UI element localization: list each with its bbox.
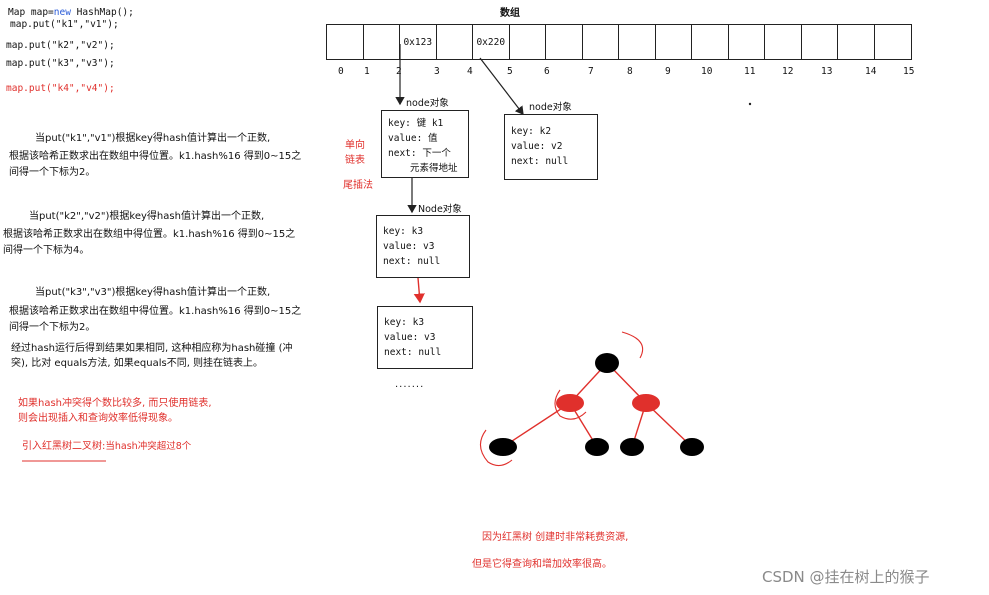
array-cell	[364, 25, 400, 59]
node3-next: next: null	[383, 256, 441, 267]
node3-value: value: v3	[383, 241, 435, 252]
code-line-5: map.put("k4","v4");	[6, 83, 115, 94]
code-line-2: map.put("k1","v1");	[10, 19, 119, 30]
label-single: 单向	[345, 140, 365, 151]
array-cell: 0x123	[400, 25, 437, 59]
array-cell	[729, 25, 765, 59]
array-index-label: 13	[821, 66, 833, 77]
explain-k1-line2: 根据该哈希正数求出在数组中得位置。k1.hash%16 得到0~15之	[9, 151, 302, 162]
node3-label: Node对象	[418, 204, 462, 215]
tree-leaf-node	[489, 438, 517, 456]
explain-k3-line3: 间得一个下标为2。	[9, 322, 96, 333]
note-rbtree-text: 引入红黑树二叉树:	[22, 441, 106, 452]
arrow-index4-to-node2	[479, 57, 524, 115]
tree-root-node	[595, 353, 619, 373]
array: 0x123 0x220	[326, 24, 912, 60]
array-cell	[802, 25, 838, 59]
array-index-label: 14	[865, 66, 877, 77]
array-index-label: 10	[701, 66, 713, 77]
node4-next: next: null	[384, 347, 442, 358]
node2-label: node对象	[529, 102, 572, 113]
explain-k1-line1: 当put("k1","v1")根据key得hash值计算出一个正数,	[35, 133, 271, 144]
code-line-4: map.put("k3","v3");	[6, 58, 115, 69]
node1-value: value: 值	[388, 133, 438, 144]
array-index-label: 9	[665, 66, 671, 77]
node2-key: key: k2	[511, 126, 552, 137]
array-cell	[546, 25, 583, 59]
array-index-label: 5	[507, 66, 513, 77]
node1-label: node对象	[406, 98, 449, 109]
array-index-label: 6	[544, 66, 550, 77]
explain-k2-line2: 根据该哈希正数求出在数组中得位置。k1.hash%16 得到0~15之	[3, 229, 296, 240]
array-index-label: 2	[396, 66, 402, 77]
array-index-label: 8	[627, 66, 633, 77]
node3-key: key: k3	[383, 226, 424, 237]
array-cell: 0x220	[473, 25, 510, 59]
array-cell	[656, 25, 692, 59]
explain-k3-line2: 根据该哈希正数求出在数组中得位置。k1.hash%16 得到0~15之	[9, 306, 302, 317]
array-index-label: 11	[744, 66, 756, 77]
code-text: Map map=	[8, 7, 54, 18]
note-rbtree-cost: 因为红黑树 创建时非常耗费资源,	[482, 532, 629, 543]
node1-next-cont: 元素得地址	[410, 163, 458, 174]
array-index-label: 7	[588, 66, 594, 77]
explain-k1-line3: 间得一个下标为2。	[9, 167, 96, 178]
node2-box: key: k2 value: v2 next: null	[504, 114, 598, 180]
node1-next: next: 下一个	[388, 148, 451, 159]
explain-k2-line3: 间得一个下标为4。	[3, 245, 90, 256]
tree-leaf-node	[620, 438, 644, 456]
node2-value: value: v2	[511, 141, 563, 152]
array-cell	[692, 25, 729, 59]
code-keyword-new: new	[53, 7, 71, 18]
tree-red-node-left	[556, 394, 584, 412]
note-rbtree-efficiency: 但是它得查询和增加效率很高。	[472, 559, 612, 570]
stray-dot	[748, 102, 752, 106]
node4-box: key: k3 value: v3 next: null	[377, 306, 473, 369]
node1-box: key: 键 k1 value: 值 next: 下一个 元素得地址	[381, 110, 469, 178]
node4-value: value: v3	[384, 332, 436, 343]
watermark: CSDN @挂在树上的猴子	[762, 568, 930, 586]
node4-key: key: k3	[384, 317, 425, 328]
array-index-label: 4	[467, 66, 473, 77]
label-tail-insert: 尾插法	[343, 180, 373, 191]
array-cell	[327, 25, 364, 59]
tree-leaf-node	[585, 438, 609, 456]
explain-collision-line1: 经过hash运行后得到结果如果相同, 这种相应称为hash碰撞 (冲	[11, 343, 293, 354]
label-linked-list: 链表	[345, 155, 365, 166]
code-text: HashMap();	[70, 7, 134, 18]
node3-box: key: k3 value: v3 next: null	[376, 215, 470, 278]
note-conflict-line2: 则会出现插入和查询效率低得现象。	[18, 413, 178, 424]
node1-key: key: 键 k1	[388, 118, 444, 129]
array-index-label: 0	[338, 66, 344, 77]
explain-k3-line1: 当put("k3","v3")根据key得hash值计算出一个正数,	[35, 287, 271, 298]
array-index-label: 12	[782, 66, 794, 77]
array-cell	[437, 25, 473, 59]
code-line-3: map.put("k2","v2");	[6, 40, 115, 51]
tree-leaf-node	[680, 438, 704, 456]
array-cell	[583, 25, 619, 59]
continuation-dots: .......	[395, 379, 425, 390]
array-index-label: 15	[903, 66, 915, 77]
array-title: 数组	[500, 8, 520, 19]
code-line-1: Map map=new HashMap();	[8, 5, 134, 20]
note-rbtree-threshold: 当hash冲突超过8个	[105, 441, 192, 452]
array-cell	[510, 25, 546, 59]
array-cell	[619, 25, 656, 59]
red-black-tree	[479, 331, 704, 467]
explain-collision-line2: 突), 比对 equals方法, 如果equals不同, 则挂在链表上。	[11, 358, 264, 369]
node2-next: next: null	[511, 156, 569, 167]
note-rbtree-intro: 引入红黑树二叉树:当hash冲突超过8个	[22, 439, 191, 454]
note-conflict-line1: 如果hash冲突得个数比较多, 而只使用链表,	[18, 398, 212, 409]
array-index-label: 1	[364, 66, 370, 77]
tree-red-node-right	[632, 394, 660, 412]
explain-k2-line1: 当put("k2","v2")根据key得hash值计算出一个正数,	[29, 211, 265, 222]
arrow-node3-to-node4	[413, 277, 425, 304]
array-index-label: 3	[434, 66, 440, 77]
array-cell	[765, 25, 802, 59]
array-cell	[838, 25, 875, 59]
